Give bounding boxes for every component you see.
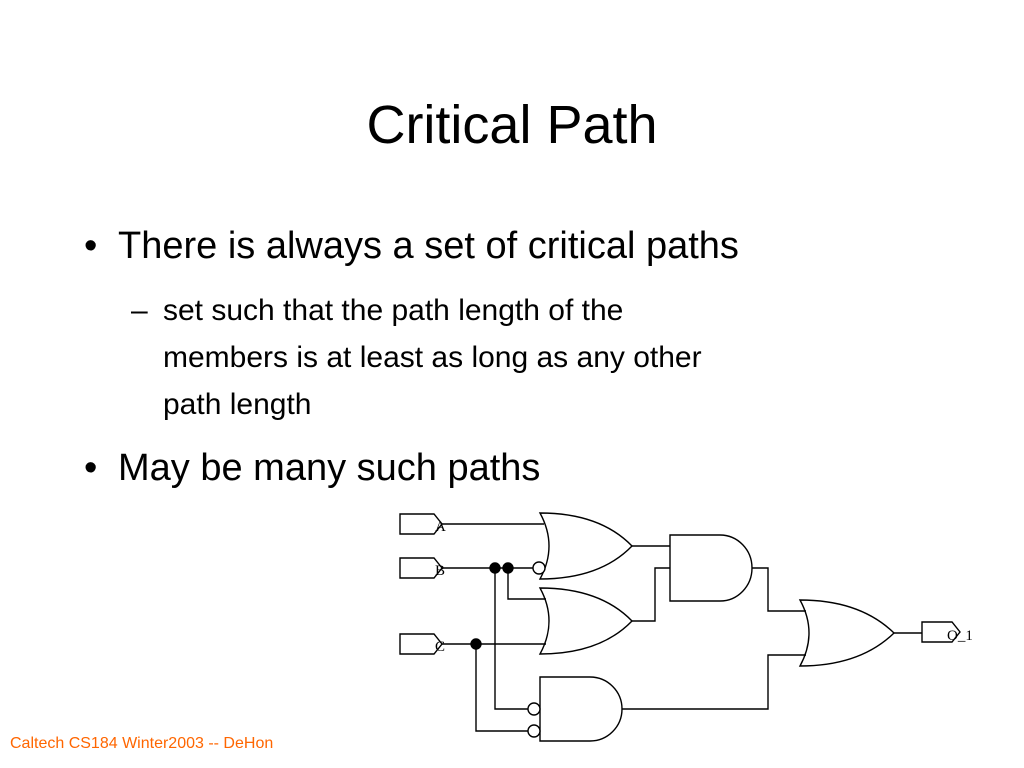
wires — [442, 523, 922, 732]
input-label-c: C — [435, 639, 445, 655]
inverter-bubble-and2-c — [527, 724, 541, 738]
input-port-a — [399, 513, 443, 535]
bullet-1: • There is always a set of critical path… — [84, 224, 739, 270]
sub-bullet-line-1: set such that the path length of the — [163, 294, 624, 327]
or-gate-out — [798, 599, 896, 667]
slide-title: Critical Path — [366, 95, 658, 155]
inverter-bubble-and2-b — [527, 702, 541, 716]
input-port-c — [399, 633, 443, 655]
inverter-bubble-or1-b — [532, 561, 546, 575]
input-label-a: A — [435, 519, 446, 535]
sub-bullet-line-3: path length — [163, 388, 312, 421]
bullet-dot: • — [84, 225, 98, 267]
or-gate-2 — [538, 587, 633, 655]
and-gate-2 — [539, 676, 623, 742]
footer-credit: Caltech CS184 Winter2003 -- DeHon — [10, 735, 274, 752]
bullet-1-text: There is always a set of critical paths — [118, 225, 739, 267]
or-gate-1 — [538, 512, 633, 580]
input-port-b — [399, 557, 443, 579]
bullet-dot: • — [84, 447, 98, 489]
junction-dot — [489, 562, 501, 574]
bullet-2-text: May be many such paths — [118, 447, 541, 489]
output-label: O_1 — [947, 628, 973, 644]
sub-bullet-1: – set such that the path length of the m… — [131, 287, 702, 428]
bullet-2: • May be many such paths — [84, 446, 541, 492]
input-label-b: B — [435, 563, 445, 579]
sub-bullet-dash: – — [131, 294, 148, 327]
junction-dot — [502, 562, 514, 574]
junction-dot — [470, 638, 482, 650]
and-gate-1 — [669, 534, 753, 602]
output-port — [921, 621, 961, 643]
sub-bullet-line-2: members is at least as long as any other — [163, 341, 702, 374]
